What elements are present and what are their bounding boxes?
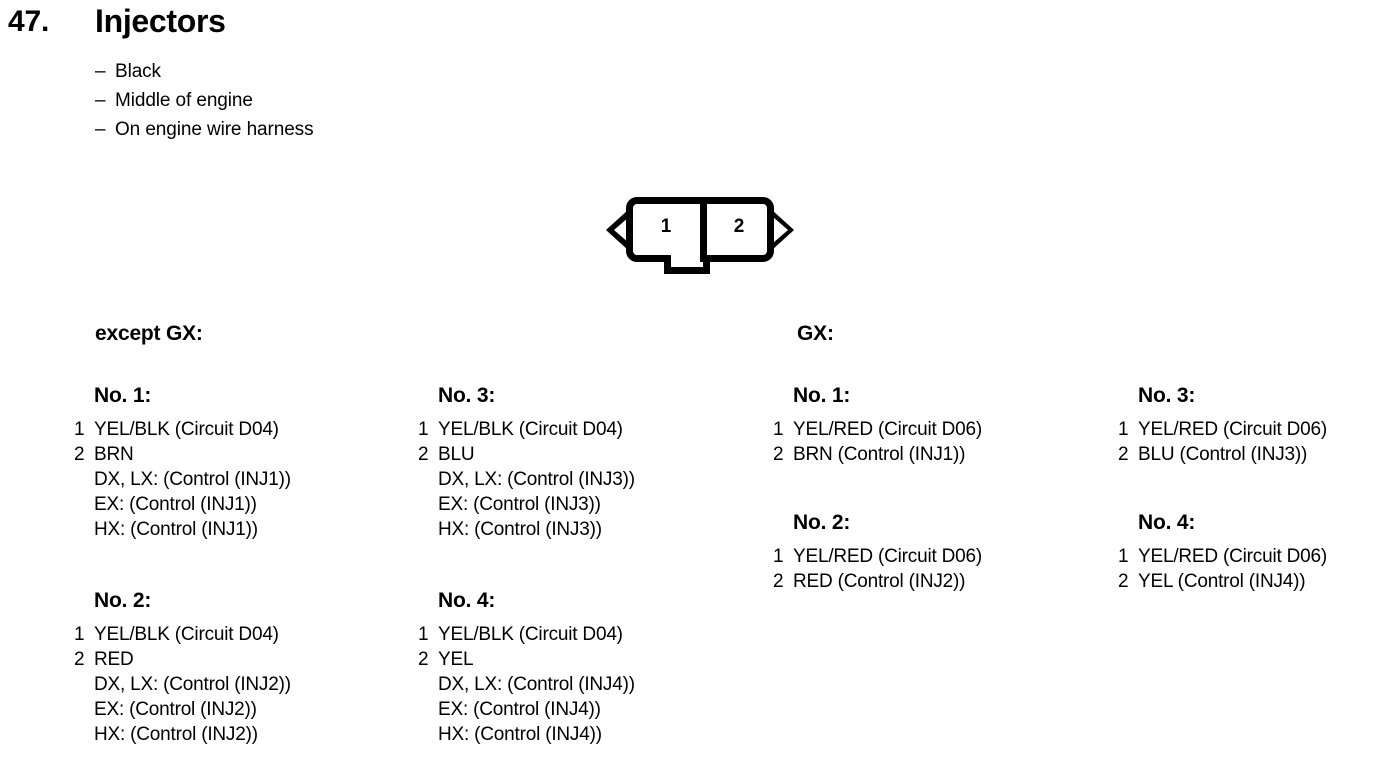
injector-block-no-1-gx: No. 1: 1 YEL/RED (Circuit D06) 2 BRN (Contro… (773, 384, 982, 467)
pin-wire-description: YEL/BLK (Circuit D04) (94, 419, 279, 440)
pin-wire-description: RED (94, 649, 134, 670)
injector-title: No. 1: (94, 384, 152, 407)
pin-variant-note: EX: (Control (INJ4)) (438, 699, 601, 720)
pin-wire-description: BRN (Control (INJ1)) (793, 444, 966, 465)
spec-item: –Middle of engine (95, 86, 313, 115)
injector-title: No. 4: (438, 589, 496, 612)
variant-heading-gx: GX: (797, 322, 834, 345)
pin-number: 2 (74, 649, 85, 670)
pin-variant-note: HX: (Control (INJ4)) (438, 724, 602, 745)
injector-block-no-1-except-gx: No. 1: 1 YEL/BLK (Circuit D04) 2 BRN DX, LX: … (74, 384, 291, 542)
injector-title: No. 1: (793, 384, 851, 407)
pin-row: 1 YEL/BLK (Circuit D04) (74, 622, 291, 647)
section-number: 47. (8, 5, 50, 38)
pin-number: 1 (773, 546, 784, 567)
pin-variant-note: EX: (Control (INJ3)) (438, 494, 601, 515)
pin-row: 2 BLU (418, 442, 635, 467)
pin-number: 2 (773, 444, 784, 465)
pin-variant-note: DX, LX: (Control (INJ4)) (438, 674, 635, 695)
pin-row: 1 YEL/RED (Circuit D06) (1118, 417, 1327, 442)
pin-number: 1 (74, 419, 85, 440)
pin-row: 2 BRN (74, 442, 291, 467)
injector-block-no-3-gx: No. 3: 1 YEL/RED (Circuit D06) 2 BLU (Contro… (1118, 384, 1327, 467)
pin-row: 1 YEL/BLK (Circuit D04) (74, 417, 291, 442)
pin-row: 2 RED (Control (INJ2)) (773, 569, 982, 594)
injector-block-no-3-except-gx: No. 3: 1 YEL/BLK (Circuit D04) 2 BLU DX, LX: … (418, 384, 635, 542)
pin-row: 2 BRN (Control (INJ1)) (773, 442, 982, 467)
pin-wire-description: YEL (438, 649, 474, 670)
pin-row: 2 BLU (Control (INJ3)) (1118, 442, 1327, 467)
pin-variant-note: EX: (Control (INJ2)) (94, 699, 257, 720)
pin-row: 1 YEL/RED (Circuit D06) (773, 417, 982, 442)
dash-icon: – (95, 119, 106, 140)
injector-block-no-2-gx: No. 2: 1 YEL/RED (Circuit D06) 2 RED (Contro… (773, 511, 982, 594)
injector-block-no-2-except-gx: No. 2: 1 YEL/BLK (Circuit D04) 2 RED DX, LX: … (74, 589, 291, 747)
pin-number: 1 (773, 419, 784, 440)
pin-wire-description: YEL/BLK (Circuit D04) (438, 624, 623, 645)
pin-number: 2 (1118, 571, 1129, 592)
connector-cavity-divider (700, 197, 707, 262)
connector-notch-opening (671, 252, 703, 260)
pin-wire-description: YEL/BLK (Circuit D04) (438, 419, 623, 440)
injector-title: No. 2: (94, 589, 152, 612)
connector-diagram: 1 2 (600, 188, 815, 280)
specification-list: –Black –Middle of engine –On engine wire… (95, 57, 314, 144)
dash-icon: – (95, 90, 106, 111)
pin-number: 1 (418, 624, 429, 645)
connector-right-tab-icon (772, 210, 794, 250)
pin-row: 1 YEL/BLK (Circuit D04) (418, 417, 635, 442)
pin-variant-note: DX, LX: (Control (INJ2)) (94, 674, 291, 695)
injector-title: No. 2: (793, 511, 851, 534)
injector-block-no-4-except-gx: No. 4: 1 YEL/BLK (Circuit D04) 2 YEL DX, LX: … (418, 589, 635, 747)
pin-number: 2 (418, 444, 429, 465)
pin-wire-description: BLU (Control (INJ3)) (1138, 444, 1308, 465)
dash-icon: – (95, 61, 106, 82)
pin-variant-note: HX: (Control (INJ2)) (94, 724, 258, 745)
pin-row: 2 YEL (418, 647, 635, 672)
pin-variant-note: HX: (Control (INJ1)) (94, 519, 258, 540)
pin-variant-note: HX: (Control (INJ3)) (438, 519, 602, 540)
pin-wire-description: YEL/RED (Circuit D06) (793, 419, 983, 440)
pin-number: 2 (418, 649, 429, 670)
injector-block-no-4-gx: No. 4: 1 YEL/RED (Circuit D06) 2 YEL (Contro… (1118, 511, 1327, 594)
pin-number: 1 (1118, 419, 1129, 440)
pin-wire-description: BLU (438, 444, 475, 465)
connector-left-tab-icon (606, 210, 629, 250)
pin-number: 2 (773, 571, 784, 592)
injector-title: No. 3: (438, 384, 496, 407)
pin-row: 2 YEL (Control (INJ4)) (1118, 569, 1327, 594)
spec-item: –Black (95, 57, 313, 86)
pin-wire-description: YEL/RED (Circuit D06) (1138, 546, 1328, 567)
connector-pin-2-label: 2 (733, 216, 745, 237)
pin-row: 2 RED (74, 647, 291, 672)
pin-row: 1 YEL/RED (Circuit D06) (1118, 544, 1327, 569)
pin-wire-description: BRN (94, 444, 134, 465)
pin-number: 1 (1118, 546, 1129, 567)
pin-wire-description: YEL/RED (Circuit D06) (793, 546, 983, 567)
pin-number: 2 (74, 444, 85, 465)
pin-number: 1 (74, 624, 85, 645)
pin-variant-note: DX, LX: (Control (INJ1)) (94, 469, 291, 490)
spec-item-label: Black (115, 61, 161, 82)
pin-wire-description: RED (Control (INJ2)) (793, 571, 966, 592)
spec-item-label: On engine wire harness (115, 119, 314, 140)
variant-heading-except-gx: except GX: (95, 322, 203, 345)
spec-item: –On engine wire harness (95, 115, 314, 144)
pin-row: 1 YEL/BLK (Circuit D04) (418, 622, 635, 647)
injector-title: No. 4: (1138, 511, 1196, 534)
pin-row: 1 YEL/RED (Circuit D06) (773, 544, 982, 569)
pin-variant-note: DX, LX: (Control (INJ3)) (438, 469, 635, 490)
pin-wire-description: YEL/BLK (Circuit D04) (94, 624, 279, 645)
injector-title: No. 3: (1138, 384, 1196, 407)
pin-wire-description: YEL (Control (INJ4)) (1138, 571, 1306, 592)
pin-number: 1 (418, 419, 429, 440)
connector-pin-1-label: 1 (660, 216, 672, 237)
pin-variant-note: EX: (Control (INJ1)) (94, 494, 257, 515)
page-title: Injectors (95, 3, 226, 39)
spec-item-label: Middle of engine (115, 90, 253, 111)
pin-number: 2 (1118, 444, 1129, 465)
pin-wire-description: YEL/RED (Circuit D06) (1138, 419, 1328, 440)
